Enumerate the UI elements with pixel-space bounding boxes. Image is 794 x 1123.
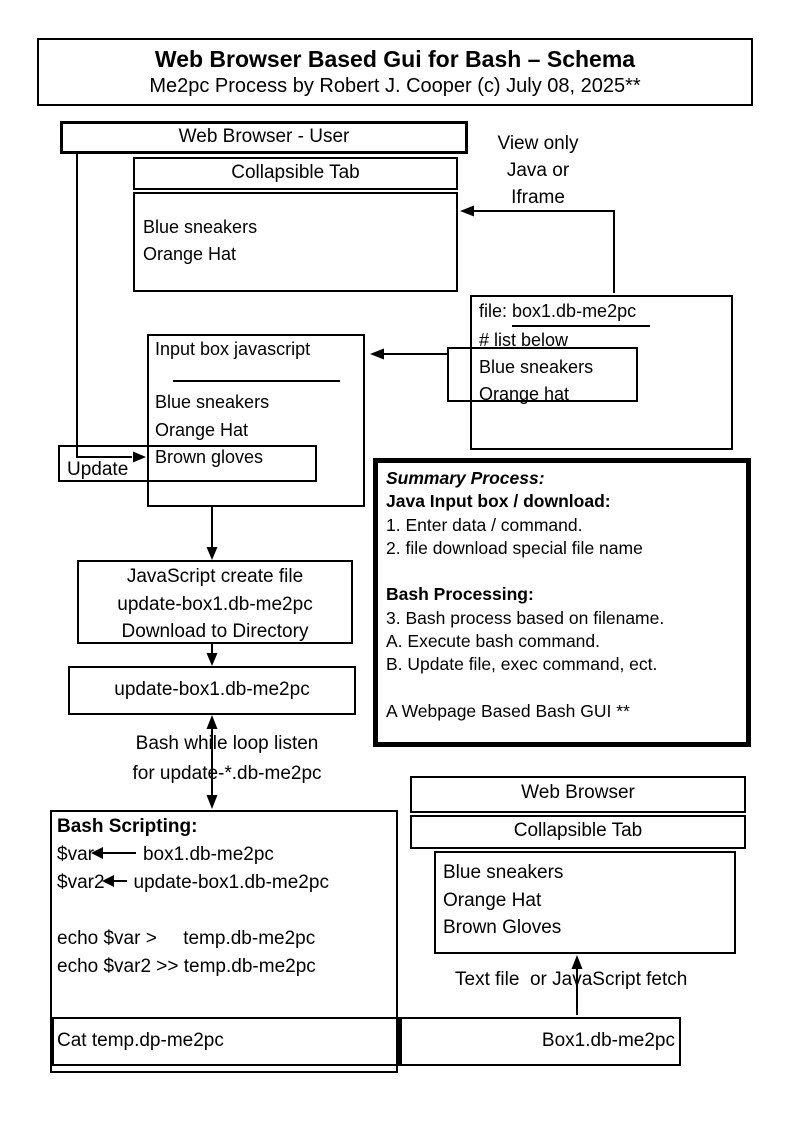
view-only-note: View only Java or Iframe [497,133,579,208]
bash-spacer [57,897,391,925]
summary-process-box: Summary Process: Java Input box / downlo… [373,458,751,747]
arrowhead-up-icon [206,715,218,729]
file-box1-list-frame [447,347,638,402]
summary-item2: 2. file download special file name [386,537,643,558]
input-box-list: Blue sneakers Orange Hat Brown gloves [155,392,270,467]
update-label: Update [67,459,129,480]
arrowhead-left-icon [370,348,384,360]
browser-content-bottom-list: Blue sneakers Orange Hat Brown Gloves [443,862,564,938]
bash-echo2: echo $var2 >> temp.db-me2pc [57,956,316,977]
diagram-title: Web Browser Based Gui for Bash – Schema [154,46,636,72]
title-box: Web Browser Based Gui for Bash – Schema … [37,38,753,106]
collapsible-tab-top-label: Collapsible Tab [231,162,360,183]
bash-while-note: Bash while loop listen for update-*.db-m… [132,733,322,784]
file-box1-filename: box1.db-me2pc [512,298,651,327]
bash-echo1: echo $var > temp.db-me2pc [57,928,316,949]
summary-spacer [386,677,738,700]
collapsible-tab-bottom-label: Collapsible Tab [513,820,643,841]
fetch-note: Text file or JavaScript fetch [455,969,688,990]
summary-spacer [386,560,738,583]
browser-content-bottom-box: Blue sneakers Orange Hat Brown Gloves [434,851,736,954]
js-create-file-box: JavaScript create file update-box1.db-me… [77,560,353,644]
update-row-frame [58,445,317,482]
arrowhead-up-icon [571,955,583,969]
browser-content-top-list: Blue sneakers Orange Hat [143,217,258,264]
browser-content-top-box: Blue sneakers Orange Hat [133,192,458,292]
summary-item3: 3. Bash process based on filename. [386,607,665,628]
web-browser-title: Web Browser [521,782,635,803]
file-box1-filename-line: file: box1.db-me2pc [479,298,731,327]
summary-item5: B. Update file, exec command, ect. [386,654,658,675]
collapsible-tab-top-box: Collapsible Tab [133,157,458,190]
left-arrow-icon [90,847,136,860]
input-box-javascript: Input box javascript Blue sneakers Orang… [147,334,365,507]
web-browser-box: Web Browser [410,776,746,813]
input-box-title: Input box javascript [155,339,311,359]
input-box-divider [173,380,340,382]
cat-temp-box: Cat temp.dp-me2pc [52,1017,400,1066]
arrowhead-down-icon [206,795,218,809]
collapsible-tab-bottom-box: Collapsible Tab [410,815,746,849]
box1-file-box: Box1.db-me2pc [400,1017,681,1066]
summary-sub1: Java Input box / download: [386,491,611,512]
update-file-name: update-box1.db-me2pc [114,679,310,700]
file-box1-box: file: box1.db-me2pc # list below Blue sn… [470,295,733,450]
left-arrow-icon [101,875,127,888]
web-browser-user-title: Web Browser - User [178,126,350,147]
update-file-box: update-box1.db-me2pc [68,666,356,715]
web-browser-user-box: Web Browser - User [60,121,468,154]
js-create-file-text: JavaScript create file update-box1.db-me… [117,566,313,642]
summary-item1: 1. Enter data / command. [386,514,583,535]
summary-footer: A Webpage Based Bash GUI ** [386,700,630,721]
summary-item4: A. Execute bash command. [386,631,600,652]
file-box1-comment: # list below [479,330,569,350]
cat-temp-text: Cat temp.dp-me2pc [57,1030,224,1051]
summary-heading: Summary Process: [386,468,545,488]
arrowhead-down-icon [206,547,218,560]
arrowhead-down-icon [206,653,218,666]
diagram-subtitle: Me2pc Process by Robert J. Cooper (c) Ju… [149,75,641,97]
summary-sub2: Bash Processing: [386,584,534,605]
bash-heading: Bash Scripting: [57,816,198,837]
file-box1-list: Blue sneakers Orange hat [479,357,594,404]
connector-filebox-to-content [474,210,615,293]
box1-file-text: Box1.db-me2pc [541,1030,675,1051]
connector-user-to-update [76,152,132,458]
